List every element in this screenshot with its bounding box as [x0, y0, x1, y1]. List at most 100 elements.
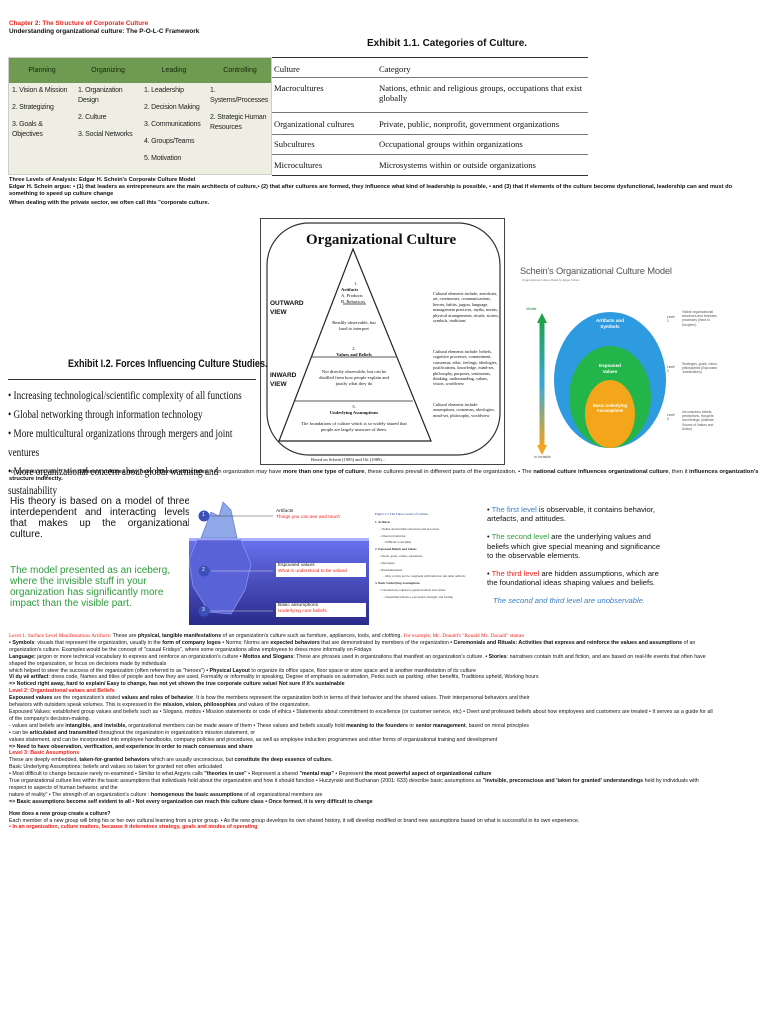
category-cell: Microsystems within or outside organizat…: [379, 160, 536, 170]
level-2-desc: • The second level are the underlying va…: [487, 532, 661, 560]
section-subtitle: Understanding organizational culture: Th…: [9, 28, 200, 35]
schein-model-caption: Organizational Culture Model by Edgar Sc…: [522, 278, 580, 282]
bold-text: • Mottos and Slogans: [239, 653, 294, 660]
culture-matters-paragraph: • In an organization, culture matters, b…: [9, 824, 258, 831]
text: of an organization's culture such as fur…: [221, 633, 404, 639]
level-2-title: Level 2: Organizational values and Belie…: [9, 688, 115, 695]
level-2-note: Strategies, goals, vision, philosophies …: [682, 362, 718, 375]
artifacts-level: 1. Artifacts A. Products B. Behaviors: [341, 281, 371, 305]
polc-item: 1. Organization Design: [78, 87, 123, 104]
list-item: • More organizational concern about glob…: [8, 466, 219, 497]
polc-heading: Leading: [161, 67, 187, 74]
level-1-label: Level 1: [667, 315, 675, 323]
polc-item: 3. Goals & Objectives: [12, 121, 43, 138]
polc-heading: Controlling: [223, 67, 257, 74]
bold-text: form of company logos: [162, 639, 221, 646]
text: that are demonstrated by members of the …: [319, 639, 451, 646]
level-3-label: Level 3: [667, 413, 675, 421]
label-title: Artifacts: [276, 509, 294, 514]
polc-heading: Organizing: [91, 67, 125, 74]
private-sector-text: When dealing with the private sector, we…: [9, 200, 210, 206]
column-header: Category: [379, 64, 411, 74]
organizational-culture-diagram: Organizational Culture OUTWARD VIEW INWA…: [260, 218, 505, 465]
polc-item: 2. Decision Making: [144, 104, 200, 111]
level-2-label: Level 2: [667, 365, 675, 373]
level-desc-text: are the underlying values and beliefs wh…: [487, 532, 661, 560]
bold-text: national culture influences organization…: [533, 469, 669, 475]
text: , these cultures prevail in different pa…: [364, 469, 534, 475]
level-1-paragraph: Level 1: Surface Level Manifestations Ar…: [9, 633, 715, 640]
text: -organizations which have: [9, 469, 78, 475]
diagram-title: Organizational Culture: [306, 232, 457, 248]
category-cell: Private, public, nonprofit, government o…: [379, 119, 560, 129]
artifacts-symbols-label: Artifacts and Symbols: [595, 318, 625, 329]
list-item-text: Increasing technological/scientific comp…: [13, 390, 242, 402]
level-item: B. Behaviors: [341, 299, 365, 304]
bold-text: values and rules of behavior: [121, 695, 194, 702]
bold-text: • Symbols: [9, 639, 35, 646]
need-to-have-paragraph: => Need to have observation, verificatio…: [9, 743, 253, 750]
bold-text: meaning to the founders: [346, 722, 408, 729]
table-row: Subcultures Occupational groups within o…: [272, 134, 588, 154]
artifacts-elements: Cultural elements include: anecdotes, ar…: [433, 291, 499, 324]
physical-paragraph: which helped to steer the success of the…: [9, 668, 715, 675]
text: of all organizational members are: [242, 791, 323, 798]
espoused-paragraph: Espoused values are the organization's s…: [9, 695, 715, 702]
level-1-note: Visible organizational structures and bu…: [682, 310, 717, 327]
visible-label: Visible: [526, 307, 537, 311]
espoused-values-paragraph: Espoused Values: established group value…: [9, 708, 713, 722]
values-statement-paragraph: values statement, and can be incorporate…: [9, 736, 498, 743]
table-header-row: Culture Category: [272, 57, 588, 77]
iceberg-level-3: 3: [202, 607, 205, 613]
figure-line: – Observed behavior: [379, 533, 406, 538]
text: throughout the organization in organizat…: [97, 729, 256, 736]
category-cell: Occupational groups within organizations: [379, 139, 523, 149]
level-number: 1.: [354, 281, 358, 286]
articulated-paragraph: • can be articulated and transmitted thr…: [9, 730, 715, 737]
invisible-label: to Invisible: [534, 455, 551, 459]
values-level: 2. Values and Beliefs: [319, 346, 389, 358]
text: • can be: [9, 729, 30, 736]
polc-column-organizing: Organizing 1. Organization Design 2. Cul…: [75, 58, 141, 174]
text: These are: [112, 633, 138, 639]
category-cell: Nations, ethnic and religious groups, oc…: [379, 83, 583, 103]
column-header: Culture: [274, 64, 300, 74]
text: of an organization's culture. Examples w…: [9, 639, 696, 653]
table-row: Organizational cultures Private, public,…: [272, 112, 588, 134]
text: behaviors with outsiders speak volumes. …: [9, 702, 163, 709]
nature-paragraph: nature of reality" • The strength of an …: [9, 792, 715, 799]
text: • Norms: [220, 639, 242, 646]
level-number: 2.: [352, 346, 356, 351]
polc-item: 1. Leadership: [144, 87, 184, 94]
culture-cell: Organizational cultures: [274, 119, 355, 129]
list-item: • Global networking through information …: [8, 409, 203, 421]
text: or: [407, 722, 416, 729]
values-beliefs-paragraph: - values and beliefs are intangible, and…: [9, 723, 715, 730]
label-sub: Things you can see and touch: [276, 515, 341, 520]
figure-line: 3. Basic Underlying Assumptions: [375, 581, 420, 586]
levels-description: • The first level is observable, it cont…: [487, 505, 667, 606]
basic-underlying-paragraph: Basic Underlying Assumptions: beliefs an…: [9, 764, 223, 771]
assumptions-note: The foundations of culture which is so w…: [301, 421, 407, 432]
level-1-title: Level 1: Surface Level Manifestations: [9, 633, 91, 639]
culture-cell: Microcultures: [274, 160, 323, 170]
bold-text: homogenous the basic assumptions: [150, 791, 243, 798]
exhibit-1-2-title: Exhibit I.2. Forces Influencing Culture …: [68, 358, 268, 370]
exhibit-1-1-table: Exhibit 1.1. Categories of Culture. Cult…: [272, 30, 588, 176]
level-title: Underlying Assumptions: [329, 410, 379, 415]
text: - values and beliefs are: [9, 722, 66, 729]
iceberg-level-2: 2: [202, 567, 205, 573]
figure-line: – Rationalizations: [379, 567, 403, 572]
exhibit-1-2: Exhibit I.2. Forces Influencing Culture …: [8, 348, 267, 497]
bold-text: expected behaviors: [270, 639, 320, 646]
bold-text: the most powerful aspect of organization…: [364, 771, 492, 778]
text: which helped to steer the success of the…: [9, 667, 207, 674]
level-3-term: The third level: [491, 569, 540, 579]
text: : Norms are: [241, 639, 271, 646]
bold-text: taken-for-granted behaviors: [79, 757, 150, 764]
polc-framework-table: Planning 1. Vision & Mission 2. Strategi…: [8, 57, 272, 175]
label-title: Espoused values: [278, 563, 315, 568]
figure-line: – May or may not be congruent with behav…: [383, 574, 466, 579]
iceberg-diagram: 1 2 3 Artifacts Things you can see and t…: [189, 494, 369, 625]
list-item-text: Global networking through information te…: [13, 409, 203, 421]
